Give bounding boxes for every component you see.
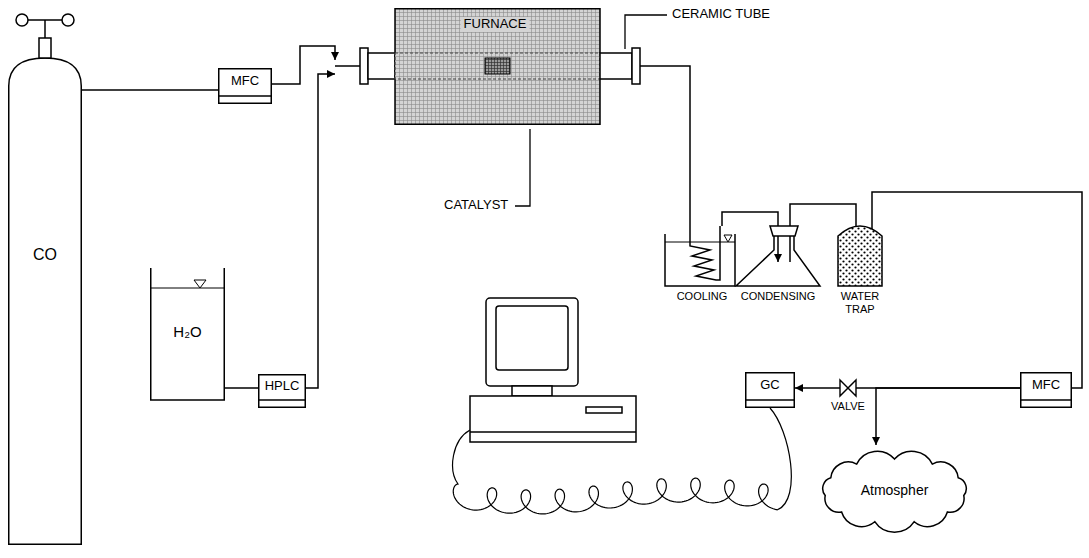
cylinder-body — [9, 58, 82, 544]
condensing-flask: CONDENSING — [734, 262, 822, 306]
water-reservoir: H₂O — [150, 268, 225, 402]
drive-slot — [586, 407, 622, 413]
part-label: VALVE — [831, 400, 865, 413]
tube-end — [368, 53, 395, 79]
instrument-box — [1021, 373, 1072, 408]
pipe-connector — [225, 387, 258, 389]
valve-handle — [28, 19, 62, 21]
tank-wall — [151, 268, 225, 400]
valve-symbol — [840, 380, 856, 396]
hplc-pump: HPLC — [258, 374, 306, 408]
instrument-base — [258, 399, 306, 401]
computer-case — [470, 396, 636, 442]
pipe-connector — [876, 388, 1020, 445]
pipe-connector — [872, 192, 1082, 388]
mass-flow-controller: MFC — [218, 68, 272, 104]
pipe-connector — [272, 46, 335, 84]
node-label: GC — [760, 378, 780, 393]
beaker — [665, 234, 735, 286]
tube-end-cap — [632, 48, 640, 84]
water-trap: WATER TRAP — [830, 266, 890, 324]
flask-body — [736, 236, 820, 286]
gas-chromatograph: GC — [745, 372, 795, 408]
node-label: H₂O — [173, 323, 201, 340]
handle-knob — [62, 14, 74, 26]
tube-furnace: FURNACE — [335, 8, 655, 125]
screen — [496, 306, 568, 370]
node-label: COOLING — [677, 290, 728, 303]
outlet-pipe — [640, 65, 655, 67]
pipe-connector — [306, 74, 335, 388]
trap-body — [838, 226, 882, 286]
instrument-box — [219, 69, 272, 104]
flask-stopper — [770, 226, 798, 236]
instrument-box — [259, 375, 306, 408]
catalyst-bed — [485, 58, 510, 74]
ceramic-tube — [395, 53, 600, 79]
tube-end — [600, 53, 632, 79]
pipe-connector — [655, 66, 690, 226]
instrument-base — [1020, 399, 1072, 401]
atmosphere-cloud: Atmospher — [812, 445, 977, 535]
handle-knob — [16, 14, 28, 26]
level-marker — [194, 280, 206, 288]
mass-flow-controller: MFC — [1020, 372, 1072, 408]
computer-symbol — [470, 298, 636, 442]
inlet-pipe — [335, 65, 360, 67]
node-label: Atmospher — [861, 482, 929, 498]
leader-line — [625, 15, 667, 49]
data-cable — [453, 408, 792, 514]
monitor — [486, 298, 578, 386]
node-label: HPLC — [265, 379, 300, 394]
water-level — [150, 288, 225, 289]
level-marker — [724, 235, 732, 242]
instrument-base — [218, 95, 272, 97]
instrument-base — [745, 399, 795, 401]
node-label: MFC — [231, 74, 259, 89]
gas-cylinder: CO — [8, 8, 82, 545]
node-label: WATER TRAP — [834, 290, 886, 315]
node-label: CO — [33, 246, 57, 264]
node-label: FURNACE — [461, 17, 530, 32]
cooling-bath: COOLING — [662, 226, 742, 306]
leader-line — [515, 129, 530, 206]
valve-stem — [44, 20, 46, 38]
cylinder-valve — [39, 38, 51, 58]
tube-end-cap — [360, 48, 368, 84]
part-label: CATALYST — [444, 198, 508, 213]
cooling-coil — [690, 226, 720, 280]
instrument-box — [746, 373, 795, 408]
furnace-body — [395, 9, 600, 125]
cloud-outline — [823, 451, 967, 532]
water-level — [665, 242, 735, 243]
node-label: MFC — [1032, 378, 1060, 393]
node-outline — [8, 8, 82, 545]
node-label: CONDENSING — [741, 290, 816, 303]
monitor-stand — [512, 386, 552, 396]
case-line — [470, 431, 636, 433]
part-label: CERAMIC TUBE — [672, 7, 770, 22]
pipe-connector — [82, 89, 218, 91]
